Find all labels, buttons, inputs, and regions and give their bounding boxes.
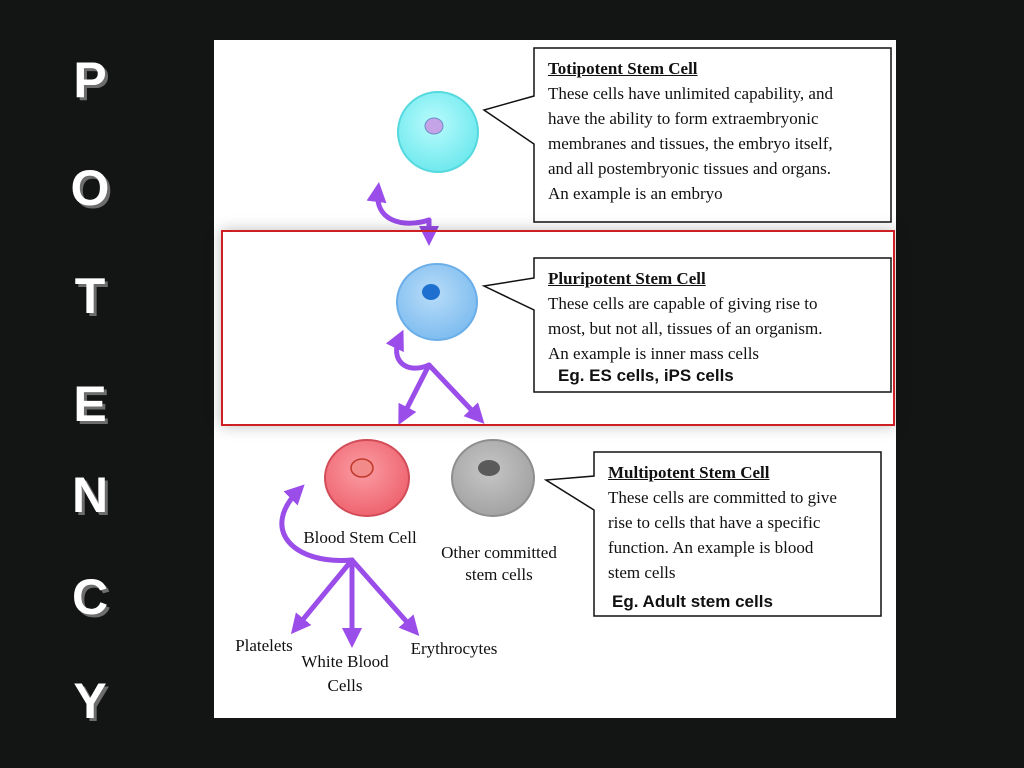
multipotent-callout-box xyxy=(543,451,882,617)
pluripotent-highlight-frame xyxy=(221,230,895,426)
pluripotent-arrows xyxy=(385,329,485,426)
title-letter-t: T xyxy=(74,268,106,324)
title-letter-n: N xyxy=(71,467,109,523)
title-letter-y: Y xyxy=(73,673,107,729)
totipotent-cell xyxy=(397,91,479,173)
totipotent-line: and all postembryonic tissues and organs… xyxy=(548,159,831,178)
other-committed-line: stem cells xyxy=(465,565,533,584)
multipotent-line: stem cells xyxy=(608,563,676,582)
title-letter-e: E xyxy=(73,376,107,432)
white-blood-cells-line: Cells xyxy=(327,676,363,695)
other-committed-label: Other committed stem cells xyxy=(428,542,570,586)
multipotent-line: rise to cells that have a specific xyxy=(608,513,821,532)
totipotent-callout-box xyxy=(482,47,892,223)
pluripotent-example: Eg. ES cells, iPS cells xyxy=(558,366,734,385)
blood-stem-cell xyxy=(324,439,410,517)
platelets-label: Platelets xyxy=(235,636,293,655)
totipotent-heading: Totipotent Stem Cell xyxy=(548,59,698,78)
pluripotent-line: most, but not all, tissues of an organis… xyxy=(548,319,823,338)
title-letter-c: C xyxy=(71,569,109,625)
multipotent-example: Eg. Adult stem cells xyxy=(612,592,773,611)
pluripotent-cell xyxy=(396,263,478,341)
white-blood-cells-label: White Blood Cells xyxy=(290,650,400,698)
pluripotent-line: An example is inner mass cells xyxy=(548,344,760,363)
white-blood-cells-line: White Blood xyxy=(301,652,389,671)
differentiation-arrows xyxy=(279,484,420,648)
title-letter-p: P xyxy=(73,52,107,108)
pluripotent-line: These cells are capable of giving rise t… xyxy=(548,294,818,313)
totipotent-line: These cells have unlimited capability, a… xyxy=(548,84,833,103)
pluripotent-callout-box xyxy=(481,257,892,393)
multipotent-line: function. An example is blood xyxy=(608,538,814,557)
totipotent-line: membranes and tissues, the embryo itself… xyxy=(548,134,833,153)
blood-stem-cell-label: Blood Stem Cell xyxy=(303,528,417,547)
other-committed-line: Other committed xyxy=(441,543,557,562)
erythrocytes-label: Erythrocytes xyxy=(410,639,498,658)
multipotent-heading: Multipotent Stem Cell xyxy=(608,463,770,482)
pluripotent-description: Pluripotent Stem Cell These cells are ca… xyxy=(548,266,888,366)
totipotent-line: An example is an embryo xyxy=(548,184,723,203)
totipotent-description: Totipotent Stem Cell These cells have un… xyxy=(548,56,888,206)
totipotent-arrows xyxy=(366,182,439,246)
pluripotent-heading: Pluripotent Stem Cell xyxy=(548,269,706,288)
totipotent-line: have the ability to form extraembryonic xyxy=(548,109,819,128)
other-committed-cell xyxy=(451,439,535,517)
multipotent-line: These cells are committed to give xyxy=(608,488,837,507)
potency-diagram xyxy=(279,47,892,648)
title-letter-o: O xyxy=(70,160,110,216)
potency-diagram-panel: Totipotent Stem Cell These cells have un… xyxy=(214,40,896,718)
multipotent-description: Multipotent Stem Cell These cells are co… xyxy=(608,460,880,585)
